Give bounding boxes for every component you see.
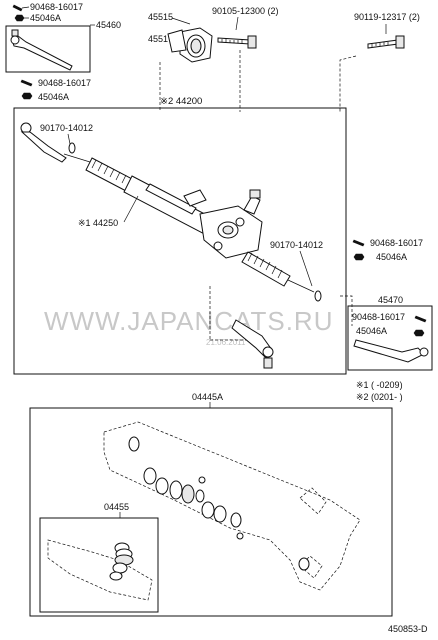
label-90105-12300[interactable]: 90105-12300 (2) xyxy=(212,6,279,16)
label-90468-16017-right-a[interactable]: 90468-16017 xyxy=(370,238,423,248)
label-44200[interactable]: ※2 44200 xyxy=(160,96,202,107)
label-90170-14012-right[interactable]: 90170-14012 xyxy=(270,240,323,250)
castle-nut-icon xyxy=(414,330,424,336)
label-90468-16017-top[interactable]: 90468-16017 xyxy=(30,2,83,12)
pinion-seal-set[interactable] xyxy=(110,543,133,580)
label-45515[interactable]: 45515 xyxy=(148,12,173,22)
diagram-code: 450853-D xyxy=(388,624,428,634)
boot-clamp-right[interactable] xyxy=(315,291,321,301)
cotter-pin-icon xyxy=(415,316,426,322)
castle-nut-icon xyxy=(354,254,364,260)
note-1: ※1 ( -0209) xyxy=(356,380,403,390)
label-04455[interactable]: 04455 xyxy=(104,502,129,512)
label-90468-16017-left[interactable]: 90468-16017 xyxy=(38,78,91,88)
rack-outline-ghost xyxy=(104,422,360,590)
seal-ring-set[interactable] xyxy=(129,437,309,570)
tie-rod-end-left-top[interactable] xyxy=(11,30,72,70)
label-45046A-top[interactable]: 45046A xyxy=(30,13,61,23)
label-45046A-right-a[interactable]: 45046A xyxy=(376,252,407,262)
tie-rod-end-right[interactable] xyxy=(354,340,428,362)
cotter-pin-icon xyxy=(21,80,32,86)
label-45470[interactable]: 45470 xyxy=(378,295,403,305)
watermark-date: 21.06.2011 xyxy=(206,338,246,347)
tie-rod-left-box xyxy=(6,26,90,72)
steering-rack-bracket[interactable] xyxy=(168,28,212,62)
watermark-text: WWW.JAPANCATS.RU xyxy=(44,306,333,336)
castle-nut-icon xyxy=(22,93,32,99)
label-45046A-right-b[interactable]: 45046A xyxy=(356,326,387,336)
note-2: ※2 (0201- ) xyxy=(356,392,403,402)
label-44250[interactable]: ※1 44250 xyxy=(78,218,118,228)
label-90468-16017-right-b[interactable]: 90468-16017 xyxy=(352,312,405,322)
castle-nut-icon xyxy=(15,15,24,21)
label-90170-14012-left[interactable]: 90170-14012 xyxy=(40,123,93,133)
cotter-pin-icon xyxy=(13,5,22,11)
label-04445A[interactable]: 04445A xyxy=(192,392,223,402)
bracket-bolt-right[interactable] xyxy=(368,36,404,48)
pinion-outline-ghost xyxy=(48,540,152,600)
bracket-bolt-mid[interactable] xyxy=(218,36,256,48)
label-90119-12317[interactable]: 90119-12317 (2) xyxy=(354,12,420,22)
cotter-pin-icon xyxy=(353,240,364,246)
boot-clamp-left[interactable] xyxy=(69,143,75,153)
label-45460[interactable]: 45460 xyxy=(96,20,121,30)
label-45046A-left[interactable]: 45046A xyxy=(38,92,69,102)
